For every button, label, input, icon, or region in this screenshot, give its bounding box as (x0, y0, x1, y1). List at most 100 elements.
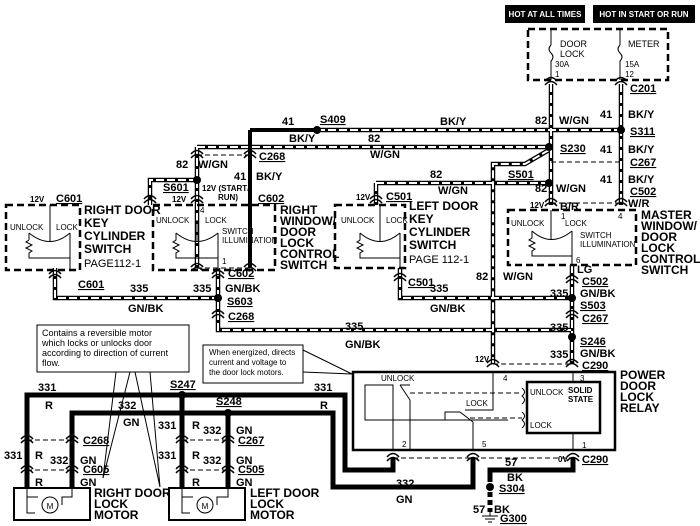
splice-label: S601 (163, 182, 189, 194)
motor-callout-text: which locks or unlocks door (41, 338, 152, 348)
wire-label: 335 (550, 349, 568, 361)
connector-icon (386, 452, 400, 462)
component-title: WINDOW/ (641, 219, 698, 233)
wire-label: 335 (430, 283, 448, 295)
switch-unlock-label: UNLOCK (10, 223, 44, 232)
wire-label: BK/Y (289, 133, 316, 145)
wire-label: GN (236, 455, 253, 467)
pin-number: 6 (576, 256, 581, 265)
hot-at-all-times-box (505, 5, 585, 23)
connector-label: C267 (630, 157, 656, 169)
wire-label: 82 (476, 271, 488, 283)
splice-label: S230 (560, 143, 586, 155)
connector-icon (211, 269, 225, 279)
component-title: WINDOW/ (280, 214, 337, 228)
component-title: DOOR (620, 379, 656, 393)
relay-coil-links (410, 392, 522, 419)
wire-label: W/GN (198, 159, 228, 171)
splice-dot (486, 483, 494, 491)
component-title: LEFT DOOR (250, 486, 320, 500)
wire-label: GN/BK (225, 283, 261, 295)
connector-icon (466, 452, 480, 462)
right-door-lock-motor-box (13, 487, 91, 521)
component-title: LOCK (280, 236, 314, 250)
wire-label: 332 (396, 478, 414, 490)
relay-coil-icon (521, 387, 525, 429)
splice-label: S311 (630, 126, 655, 138)
power-door-lock-relay-box (351, 370, 617, 452)
fuse-panel (526, 27, 670, 82)
connector-icon (190, 262, 204, 272)
wire-label: BK/Y (628, 109, 655, 121)
wire-label: 57 (505, 457, 517, 469)
pin-number: 4 (200, 206, 205, 215)
relay-callout-box (202, 344, 304, 384)
pin-number: 2 (402, 440, 407, 449)
connector-icon (221, 464, 235, 474)
connector-label: C290 (582, 454, 608, 466)
switch-illumination-label: ILLUMINATION (222, 236, 278, 245)
wire-label: 332 (203, 455, 221, 467)
left-motor-symbol: M (202, 502, 209, 511)
pin-number: 3 (580, 374, 585, 383)
connector-label: C602 (228, 268, 254, 280)
wire-label: 332 (203, 425, 221, 437)
splice-label: S247 (170, 379, 196, 391)
switch-lock-label: LOCK (565, 219, 587, 228)
component-title: LEFT DOOR (409, 199, 479, 213)
switch-illumination-label: SWITCH (222, 227, 254, 236)
connector-label: C268 (83, 435, 109, 447)
wire-label: GN (123, 417, 140, 429)
switch-unlock-label: UNLOCK (511, 219, 545, 228)
pin-number: 4 (618, 212, 623, 221)
wire-label: R (45, 400, 53, 412)
voltage-label: 0V (558, 455, 568, 464)
solid-state-lock-label: LOCK (530, 421, 552, 430)
wire-label: GN (396, 494, 413, 506)
wire-label: 57 (473, 504, 485, 516)
component-title: SWITCH (84, 242, 131, 256)
wire-332-gn (69, 410, 476, 490)
right-motor-wiring (26, 488, 73, 514)
wire-label: W/GN (370, 149, 400, 161)
component-title: RIGHT DOOR (94, 486, 171, 500)
connector-icon (65, 464, 79, 474)
voltage-label: 12V (356, 193, 371, 202)
wire-label: LG (577, 264, 592, 276)
wire-label: 82 (535, 115, 547, 127)
right-motor-symbol: M (47, 502, 54, 511)
connector-icon (393, 272, 407, 282)
wire-label: 335 (550, 322, 568, 334)
splice-dot (568, 294, 576, 302)
connector-icon (614, 197, 628, 207)
relay-lock-label: LOCK (466, 399, 488, 408)
connector-label: C501 (386, 191, 412, 203)
left-motor-icon (196, 496, 214, 514)
wire-label: BK (494, 504, 510, 516)
wire-label: R (35, 450, 43, 462)
wire-label: 335 (345, 321, 363, 333)
component-title: CYLINDER (84, 229, 146, 243)
component-title: KEY (84, 216, 109, 230)
component-title: MOTOR (94, 508, 139, 522)
left-motor-wiring (181, 488, 229, 514)
component-title: DOOR (280, 225, 316, 239)
voltage-label: 12V (172, 195, 187, 204)
voltage-label: 12V (475, 355, 490, 364)
pin-number: 2 (248, 206, 253, 215)
wire-label: 331 (158, 450, 176, 462)
motor-callout-text: flow. (42, 358, 60, 368)
voltage-label: 12V (START/ (202, 184, 250, 193)
connector-label: C601 (56, 193, 82, 205)
component-title: RIGHT (280, 203, 318, 217)
connector-icon (565, 358, 579, 368)
connector-icon (65, 434, 79, 444)
fuse-name: METER (628, 39, 660, 49)
connector-label: C268 (259, 151, 285, 163)
wire-label: 41 (282, 116, 294, 128)
wire-label: GN/BK (345, 339, 381, 351)
wire-label: 41 (600, 109, 612, 121)
connector-label: C505 (238, 464, 264, 476)
splice-label: S246 (580, 336, 606, 348)
